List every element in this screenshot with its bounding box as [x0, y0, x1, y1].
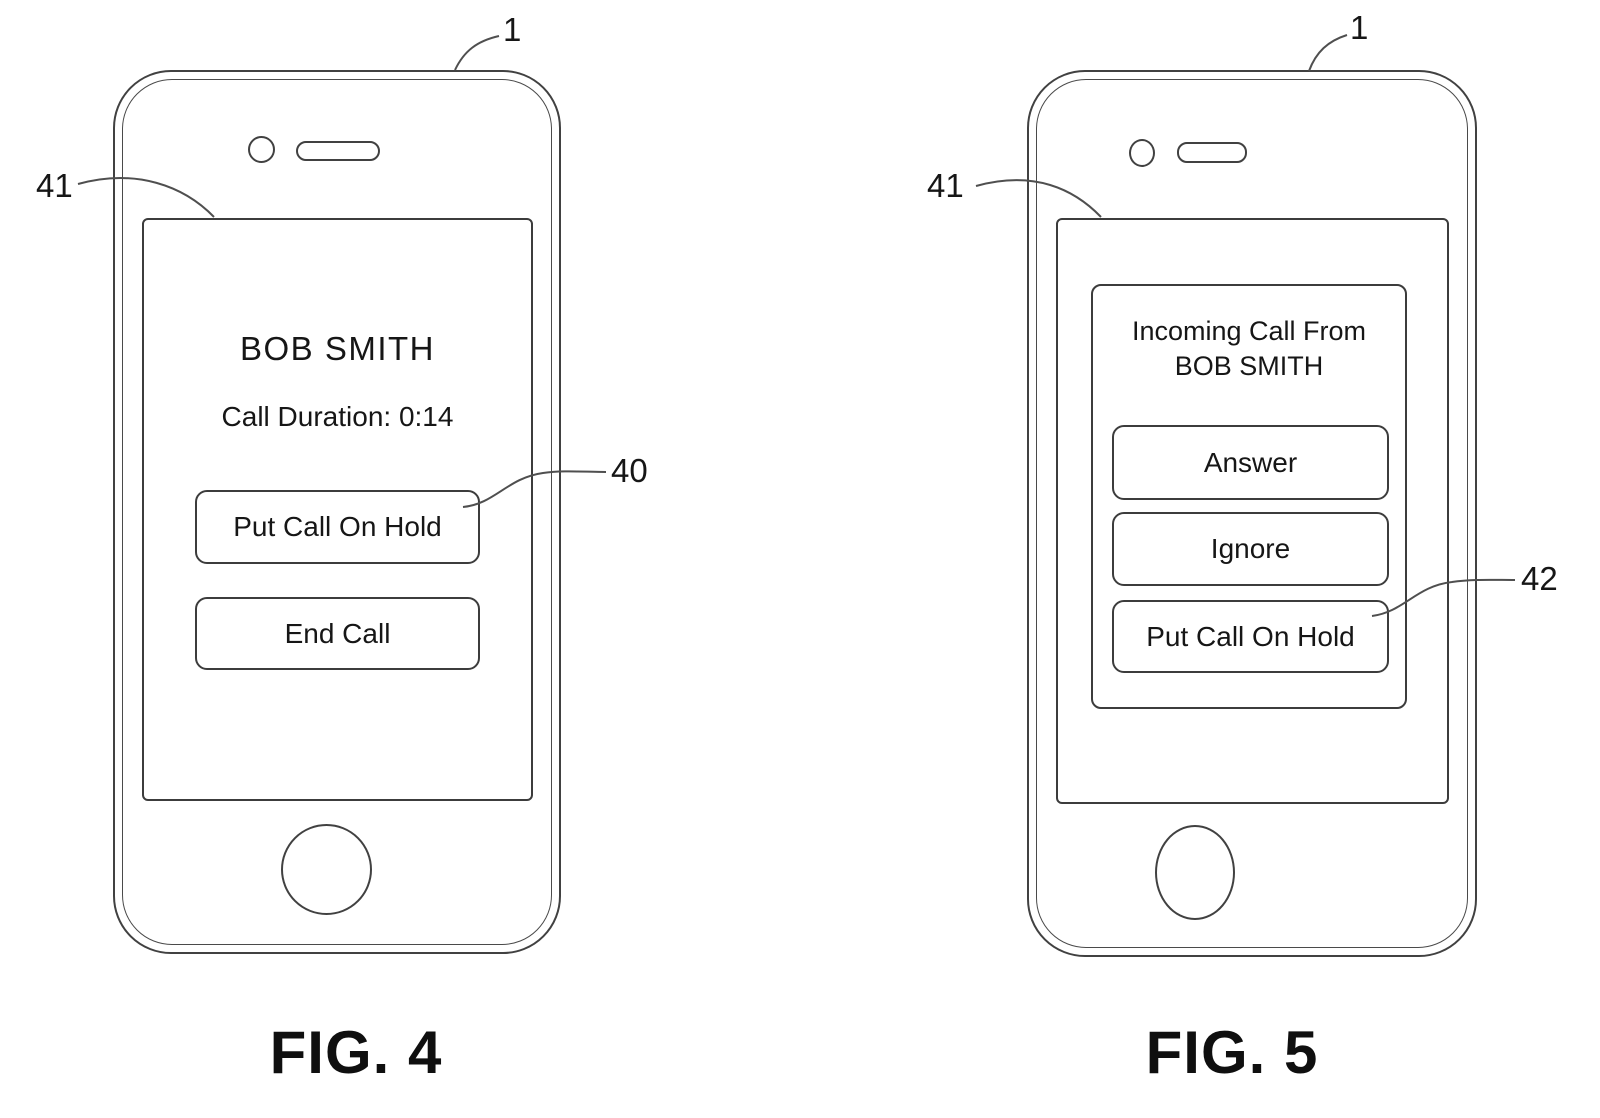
figure-4-caption: FIG. 4 [269, 1019, 443, 1086]
end-call-button[interactable]: End Call [195, 597, 480, 670]
incoming-call-panel: Incoming Call From BOB SMITH Answer Igno… [1091, 284, 1407, 709]
put-call-on-hold-button[interactable]: Put Call On Hold [1112, 600, 1389, 673]
incoming-call-title: Incoming Call From BOB SMITH [1093, 314, 1405, 384]
call-duration-text: Call Duration: 0:14 [221, 401, 454, 432]
ref-label-1-right: 1 [1350, 9, 1369, 46]
phone-bezel-line [122, 79, 552, 945]
home-button[interactable] [1155, 825, 1235, 920]
incoming-call-line2: BOB SMITH [1174, 351, 1324, 381]
ignore-button[interactable]: Ignore [1112, 512, 1389, 586]
caller-name: BOB SMITH [239, 330, 436, 367]
front-camera-icon [1129, 139, 1155, 167]
touchscreen: BOB SMITH Call Duration: 0:14 Put Call O… [142, 218, 533, 801]
figure-5-caption: FIG. 5 [1145, 1019, 1319, 1086]
ref-label-42: 42 [1521, 560, 1558, 597]
front-camera-icon [248, 136, 275, 163]
touchscreen: Incoming Call From BOB SMITH Answer Igno… [1056, 218, 1449, 804]
ref-label-1-left: 1 [503, 11, 522, 48]
leader-line-1-left [454, 35, 500, 71]
incoming-call-line1: Incoming Call From [1131, 316, 1367, 346]
answer-button[interactable]: Answer [1112, 425, 1389, 500]
ref-label-41-right: 41 [927, 167, 964, 204]
phone-bezel-line [1036, 79, 1468, 948]
leader-line-1-right [1308, 34, 1348, 72]
put-call-on-hold-button[interactable]: Put Call On Hold [195, 490, 480, 564]
ref-label-40: 40 [611, 452, 648, 489]
speaker-icon [1177, 142, 1247, 163]
speaker-icon [296, 141, 380, 161]
home-button[interactable] [281, 824, 372, 915]
ref-label-41-left: 41 [36, 167, 73, 204]
